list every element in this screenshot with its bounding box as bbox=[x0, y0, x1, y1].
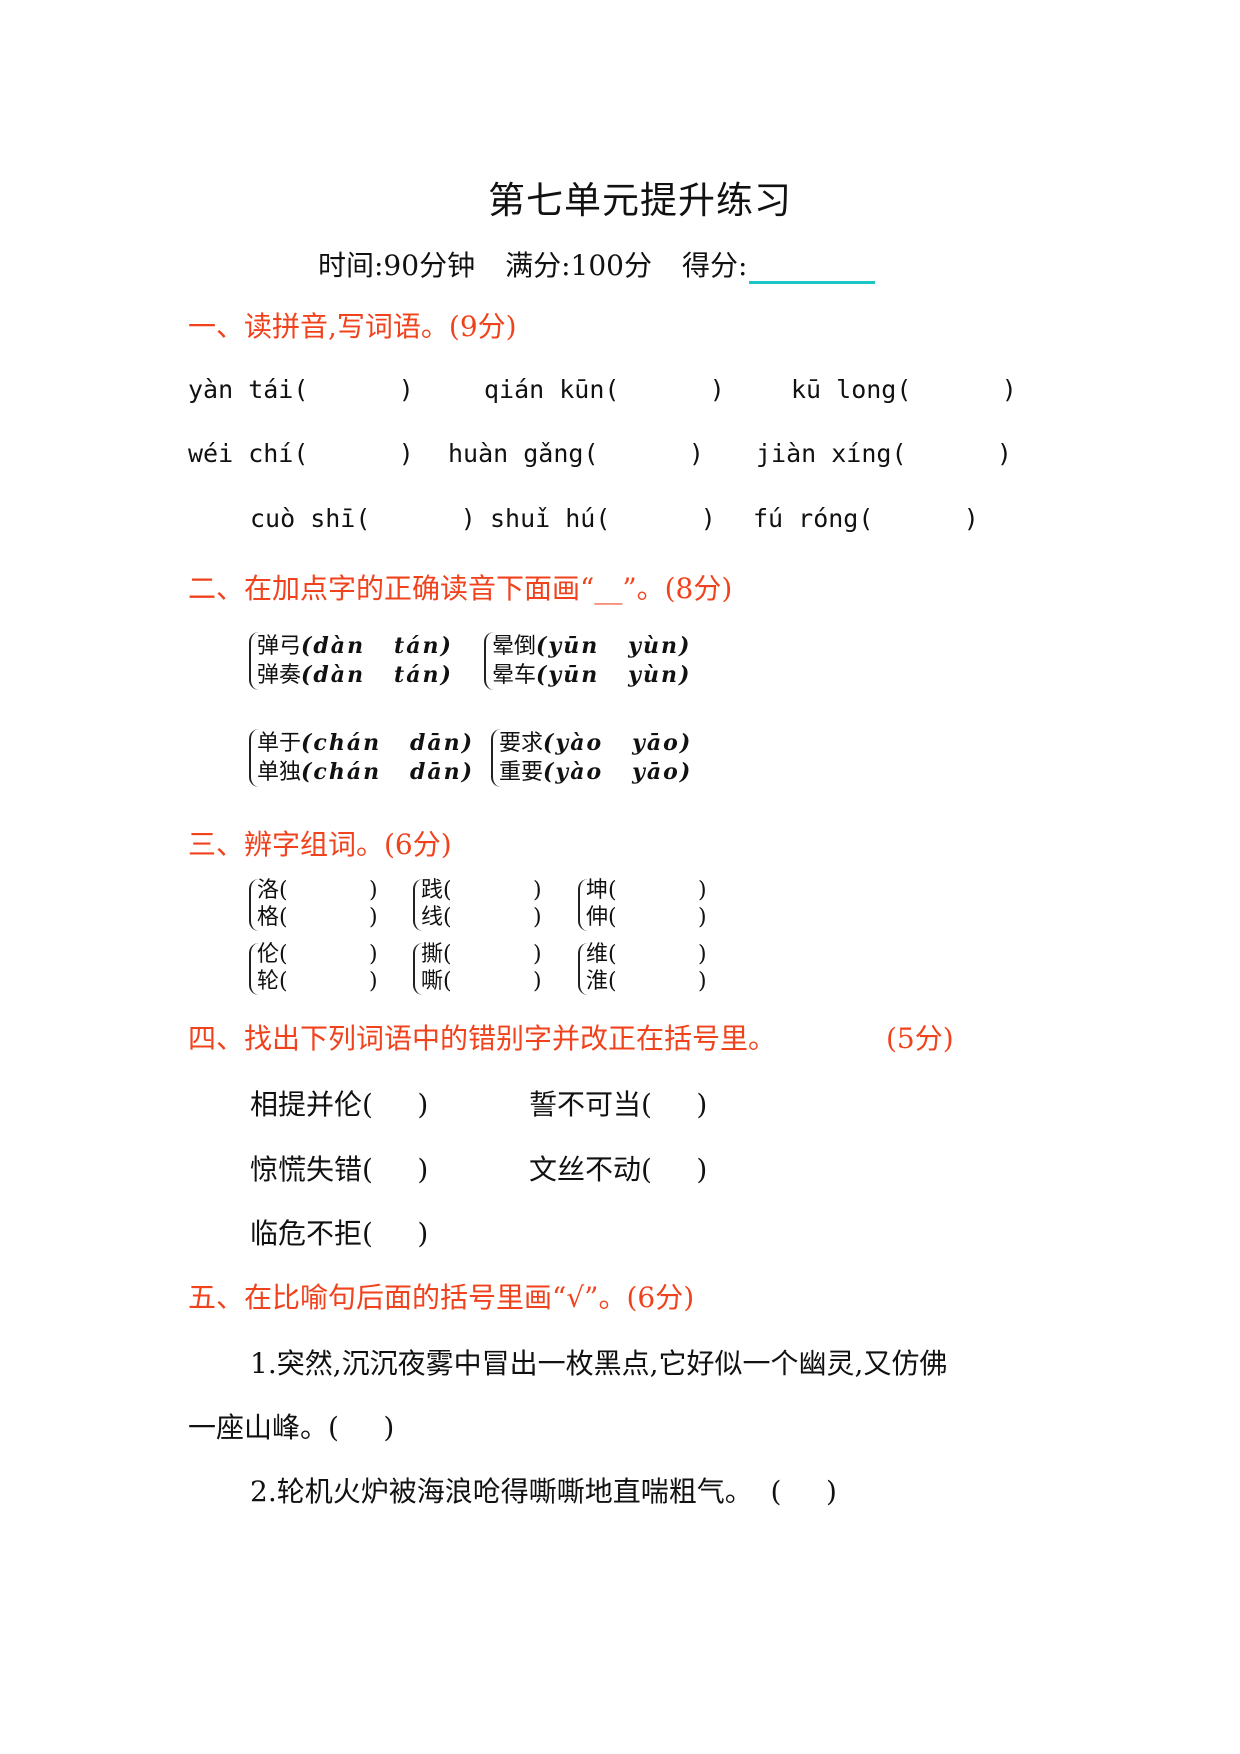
page-title: 第七单元提升练习 bbox=[488, 179, 792, 222]
left-brace-icon bbox=[413, 879, 423, 931]
pinyin-item[interactable]: qián kūn( ) bbox=[484, 375, 725, 404]
left-brace-icon bbox=[249, 879, 259, 931]
pronunciation-group: 弹弓(dàn tán) 弹奏(dàn tán) bbox=[249, 632, 453, 690]
idiom-item[interactable]: 誓不可当( ) bbox=[529, 1088, 708, 1121]
section5-heading: 五、在比喻句后面的括号里画“√”。(6分) bbox=[188, 1281, 695, 1314]
exam-meta: 时间:90分钟 满分:100分 得分: bbox=[318, 244, 876, 284]
sentence-1-line-1: 1.突然,沉沉夜雾中冒出一枚黑点,它好似一个幽灵,又仿佛 bbox=[250, 1347, 948, 1380]
left-brace-icon bbox=[578, 943, 588, 995]
pronunciation-options[interactable]: (dàn tán) bbox=[301, 662, 453, 688]
pinyin-item[interactable]: yàn tái( ) bbox=[188, 375, 414, 404]
section2-heading: 二、在加点字的正确读音下面画“__”。(8分) bbox=[188, 572, 733, 605]
pronunciation-options[interactable]: (chán dān) bbox=[301, 730, 475, 756]
sentence-1-line-2[interactable]: 一座山峰。( ) bbox=[188, 1411, 395, 1444]
time-limit: 时间:90分钟 bbox=[318, 249, 476, 282]
pinyin-item[interactable]: jiàn xíng( ) bbox=[756, 439, 1012, 468]
score-input-line[interactable] bbox=[749, 251, 876, 284]
idiom-item[interactable]: 文丝不动( ) bbox=[529, 1153, 708, 1186]
section4-points: (5分) bbox=[886, 1022, 954, 1055]
section1-heading: 一、读拼音,写词语。(9分) bbox=[188, 310, 517, 343]
left-brace-icon bbox=[484, 632, 494, 690]
idiom-item[interactable]: 临危不拒( ) bbox=[250, 1217, 429, 1250]
pronunciation-options[interactable]: (chán dān) bbox=[301, 759, 475, 785]
left-brace-icon bbox=[249, 632, 259, 690]
score-label: 得分: bbox=[681, 249, 748, 282]
left-brace-icon bbox=[249, 943, 259, 995]
pronunciation-group: 单于(chán dān) 单独(chán dān) bbox=[249, 729, 474, 787]
section4-heading: 四、找出下列词语中的错别字并改正在括号里。 (5分) bbox=[188, 1017, 954, 1057]
char-group: 践() 线() bbox=[413, 877, 542, 931]
full-score: 满分:100分 bbox=[505, 249, 652, 282]
pinyin-item[interactable]: wéi chí( ) bbox=[188, 439, 414, 468]
pronunciation-group: 要求(yào yāo) 重要(yào yāo) bbox=[491, 729, 692, 787]
pinyin-item[interactable]: huàn gǎng( ) bbox=[448, 439, 704, 468]
pinyin-item[interactable]: cuò shī( ) bbox=[250, 504, 476, 533]
pinyin-item[interactable]: kū long( ) bbox=[791, 375, 1017, 404]
char-group: 坤() 伸() bbox=[578, 877, 707, 931]
pronunciation-options[interactable]: (yào yāo) bbox=[543, 759, 693, 785]
sentence-2[interactable]: 2.轮机火炉被海浪呛得嘶嘶地直喘粗气。 ( ) bbox=[250, 1475, 837, 1508]
pronunciation-options[interactable]: (dàn tán) bbox=[301, 633, 453, 659]
left-brace-icon bbox=[249, 729, 259, 787]
char-group: 维() 淮() bbox=[578, 941, 707, 995]
char-group: 伦() 轮() bbox=[249, 941, 378, 995]
pronunciation-options[interactable]: (yào yāo) bbox=[543, 730, 693, 756]
left-brace-icon bbox=[578, 879, 588, 931]
idiom-item[interactable]: 惊慌失错( ) bbox=[250, 1153, 429, 1186]
idiom-item[interactable]: 相提并伦( ) bbox=[250, 1088, 429, 1121]
section3-heading: 三、辨字组词。(6分) bbox=[188, 828, 452, 861]
char-group: 撕() 嘶() bbox=[413, 941, 542, 995]
pronunciation-options[interactable]: (yūn yùn) bbox=[536, 662, 692, 688]
pronunciation-group: 晕倒(yūn yùn) 晕车(yūn yùn) bbox=[484, 632, 691, 690]
pinyin-item[interactable]: shuǐ hú( ) bbox=[490, 504, 716, 533]
pronunciation-options[interactable]: (yūn yùn) bbox=[536, 633, 692, 659]
left-brace-icon bbox=[491, 729, 501, 787]
pinyin-item[interactable]: fú róng( ) bbox=[753, 504, 979, 533]
char-group: 洛() 格() bbox=[249, 877, 378, 931]
left-brace-icon bbox=[413, 943, 423, 995]
